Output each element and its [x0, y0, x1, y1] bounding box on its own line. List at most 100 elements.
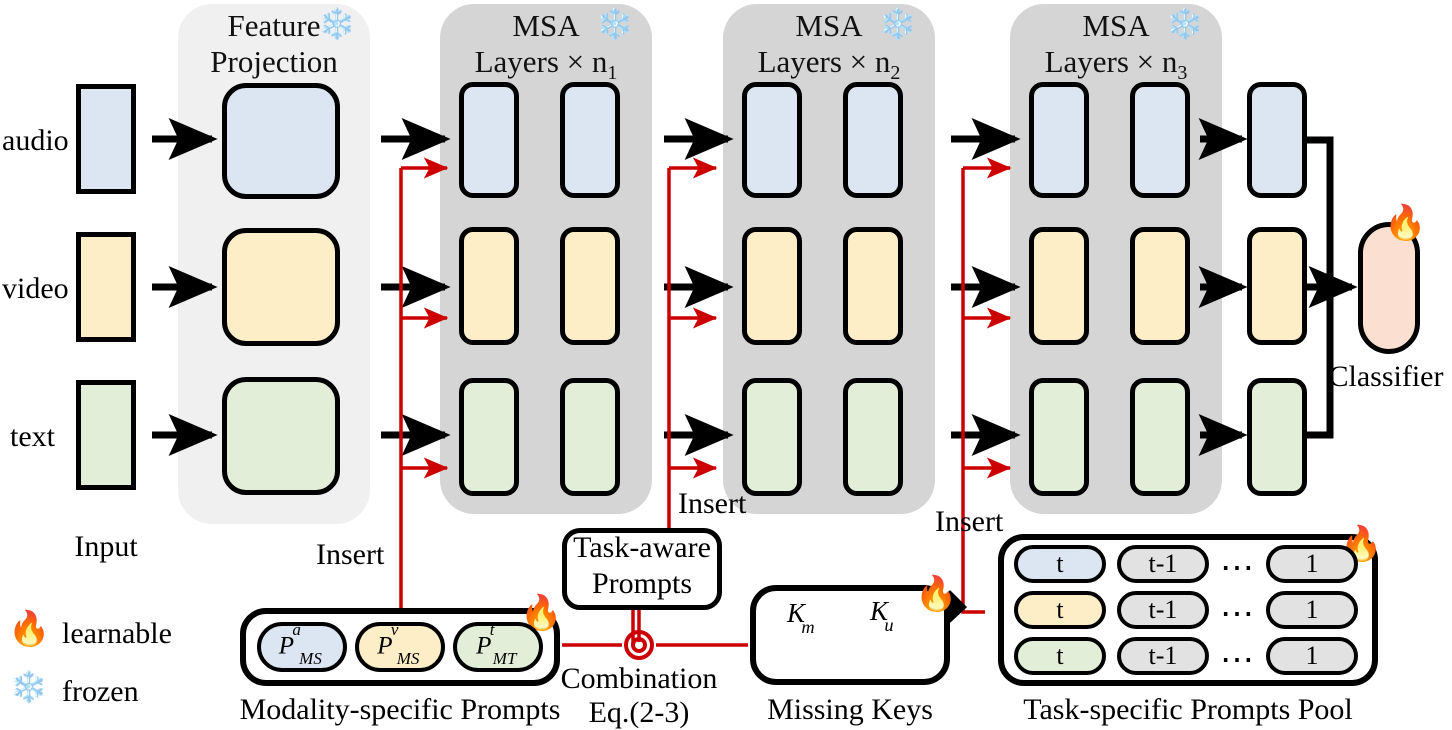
msa3-block-audio-2	[1130, 82, 1190, 198]
task-specific-prompts-pool-caption: Task-specific Prompts Pool	[1023, 693, 1353, 726]
pool-cell-text-1[interactable]: 1	[1266, 637, 1358, 675]
flame-icon-missing-keys: 🔥	[915, 576, 958, 613]
msa2-block-text-1	[742, 378, 802, 496]
msa3-title-line2: Layers × n	[1044, 44, 1178, 79]
insert-label-3: Insert	[935, 505, 1004, 538]
feature-projection-title-line1: Feature	[227, 8, 321, 43]
input-block-audio	[76, 84, 136, 194]
msa2-title-line1: MSA	[795, 8, 863, 43]
msa1-subscript: 1	[607, 62, 618, 85]
output-block-text	[1247, 378, 1307, 496]
msa3-title2: Layers × n3	[1010, 44, 1222, 91]
feature-projection-block-video	[222, 228, 340, 346]
msa2-block-video-1	[742, 227, 802, 345]
msa1-title: MSA	[440, 8, 652, 44]
msa1-block-text-2	[560, 378, 620, 496]
msa2-block-audio-2	[843, 82, 903, 198]
msa1-title-line1: MSA	[512, 8, 580, 43]
combination-line1: Combination	[560, 662, 718, 695]
combination-line2: Eq.(2-3)	[588, 696, 690, 729]
msa2-title2: Layers × n2	[723, 44, 935, 91]
msa3-block-text-1	[1029, 378, 1089, 496]
pool-cell-text-tm1-label: t-1	[1148, 641, 1178, 670]
modality-prompt-video-label: PvMS	[377, 619, 420, 668]
flame-icon-legend: 🔥	[8, 611, 51, 648]
insert-label-2: Insert	[678, 487, 747, 520]
pool-cell-video-1-label: 1	[1305, 595, 1319, 624]
feature-projection-block-text	[222, 377, 340, 495]
modality-specific-prompts-caption: Modality-specific Prompts	[239, 693, 561, 726]
missing-key-active-label: Ku	[870, 596, 894, 635]
msa1-block-video-2	[560, 227, 620, 345]
snowflake-icon-msa2: ❄️	[879, 8, 917, 41]
legend-label-frozen: frozen	[62, 675, 139, 708]
input-block-text	[76, 380, 136, 490]
modality-prompt-video[interactable]: PvMS	[355, 619, 445, 672]
modality-prompt-audio-label: PaMS	[278, 619, 322, 668]
modality-prompt-audio[interactable]: PaMS	[257, 619, 347, 672]
feature-projection-block-audio	[222, 83, 340, 199]
modality-label-video: video	[2, 272, 69, 305]
msa1-title-line2: Layers × n	[474, 44, 608, 79]
output-block-audio	[1247, 82, 1307, 198]
flame-icon-classifier: 🔥	[1384, 205, 1427, 242]
pool-cell-audio-1[interactable]: 1	[1266, 545, 1358, 583]
input-block-video	[76, 232, 136, 342]
modality-prompt-text-label: PtMT	[476, 619, 517, 668]
task-aware-prompts-box[interactable]	[562, 528, 722, 610]
snowflake-icon-legend: ❄️	[10, 671, 48, 704]
modality-prompt-text[interactable]: PtMT	[453, 619, 543, 672]
pool-cell-text-1-label: 1	[1305, 641, 1319, 670]
pool-cell-video-tm1-label: t-1	[1148, 595, 1178, 624]
msa1-block-text-1	[459, 378, 519, 496]
modality-label-text: text	[10, 420, 55, 453]
pool-cell-audio-t-label: t	[1056, 549, 1064, 578]
pool-ellipsis-video: ⋯	[1220, 596, 1257, 633]
pool-cell-audio-tm1[interactable]: t-1	[1117, 545, 1209, 583]
msa2-title: MSA	[723, 8, 935, 44]
pool-cell-text-t[interactable]: t	[1014, 637, 1106, 675]
msa1-block-audio-1	[459, 82, 519, 198]
msa2-block-text-2	[843, 378, 903, 496]
msa3-title: MSA	[1010, 8, 1222, 44]
modality-label-audio: audio	[2, 124, 69, 157]
msa2-subscript: 2	[890, 62, 901, 85]
pool-ellipsis-audio: ⋯	[1220, 550, 1257, 587]
missing-keys-caption: Missing Keys	[767, 693, 933, 726]
msa2-block-video-2	[843, 227, 903, 345]
msa3-title-line1: MSA	[1082, 8, 1150, 43]
feature-projection-title: Feature	[178, 8, 370, 44]
msa3-block-video-1	[1029, 227, 1089, 345]
snowflake-icon-feature-projection: ❄️	[318, 8, 356, 41]
pool-cell-text-t-label: t	[1056, 641, 1064, 670]
msa2-block-audio-1	[742, 82, 802, 198]
classifier-block	[1358, 222, 1420, 354]
pool-cell-audio-tm1-label: t-1	[1148, 549, 1178, 578]
msa3-subscript: 3	[1177, 62, 1188, 85]
msa1-title2: Layers × n1	[440, 44, 652, 91]
msa3-block-text-2	[1130, 378, 1190, 496]
pool-cell-text-tm1[interactable]: t-1	[1117, 637, 1209, 675]
task-aware-prompts-line2: Prompts	[591, 567, 693, 600]
snowflake-icon-msa1: ❄️	[596, 8, 634, 41]
pool-cell-audio-1-label: 1	[1305, 549, 1319, 578]
task-aware-prompts-line1: Task-aware	[573, 531, 711, 564]
insert-label-1: Insert	[316, 538, 385, 571]
feature-projection-title-line2: Projection	[210, 44, 338, 79]
missing-keys-box[interactable]	[750, 585, 950, 685]
pool-cell-video-t[interactable]: t	[1014, 591, 1106, 629]
pool-cell-audio-t[interactable]: t	[1014, 545, 1106, 583]
output-block-video	[1247, 227, 1307, 345]
pool-cell-video-t-label: t	[1056, 595, 1064, 624]
input-caption: Input	[74, 530, 138, 563]
pool-cell-video-tm1[interactable]: t-1	[1117, 591, 1209, 629]
classifier-caption: Classifier	[1328, 360, 1444, 393]
msa1-block-video-1	[459, 227, 519, 345]
snowflake-icon-msa3: ❄️	[1166, 8, 1204, 41]
missing-key-muted-label: Km	[787, 598, 815, 637]
msa1-block-audio-2	[560, 82, 620, 198]
pool-cell-video-1[interactable]: 1	[1266, 591, 1358, 629]
msa2-title-line2: Layers × n	[757, 44, 891, 79]
msa3-block-video-2	[1130, 227, 1190, 345]
